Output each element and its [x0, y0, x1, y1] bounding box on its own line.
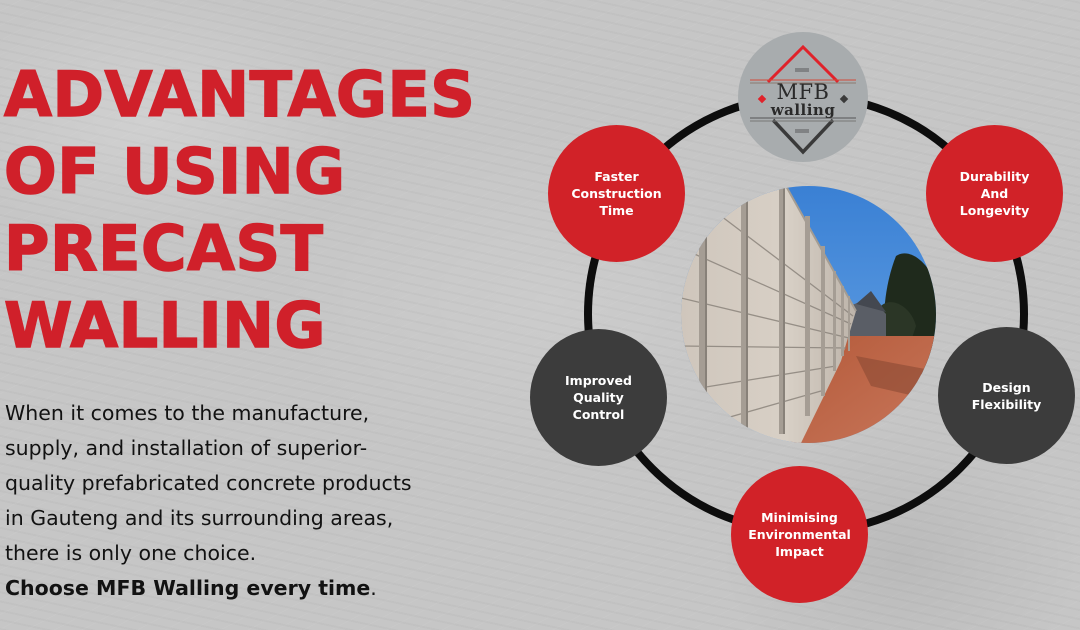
logo-emblem-icon — [750, 44, 856, 155]
headline: ADVANTAGES OF USING PRECAST WALLING — [3, 56, 476, 364]
body-line: supply, and installation of superior- — [5, 436, 368, 460]
node-label-line: Durability — [959, 169, 1030, 184]
call-to-action: Choose MFB Walling every time. — [5, 571, 525, 606]
wall-photo-illustration — [681, 186, 936, 443]
node-label-line: Minimising — [761, 510, 838, 525]
cta-period: . — [370, 576, 377, 600]
body-line: quality prefabricated concrete products — [5, 471, 412, 495]
headline-line: PRECAST — [3, 211, 324, 286]
advantage-faster-construction: Faster Construction Time — [548, 125, 685, 262]
node-label-line: Flexibility — [971, 396, 1042, 412]
node-label-line: Environmental — [748, 527, 851, 542]
advantage-design-flexibility: Design Flexibility — [938, 327, 1075, 464]
advantage-quality-control: Improved Quality Control — [530, 329, 667, 466]
node-label-line: And — [980, 186, 1009, 201]
body-line: there is only one choice. — [5, 541, 257, 565]
node-label-line: Design — [982, 379, 1031, 395]
precast-wall-photo — [681, 186, 936, 443]
advantage-durability-longevity: Durability And Longevity — [926, 125, 1063, 262]
cta-text: Choose MFB Walling every time — [5, 576, 371, 600]
node-label-line: Quality — [573, 390, 624, 405]
logo-subtitle: walling — [770, 101, 836, 119]
node-label-line: Impact — [775, 544, 824, 559]
node-label-line: Time — [599, 203, 634, 218]
headline-line: WALLING — [3, 288, 326, 363]
logo-wordmark: MFB — [776, 80, 830, 104]
body-line: in Gauteng and its surrounding areas, — [5, 506, 394, 530]
node-label-line: Faster — [594, 169, 639, 184]
advantage-environmental-impact: Minimising Environmental Impact — [731, 466, 868, 603]
body-copy: When it comes to the manufacture, supply… — [5, 396, 525, 606]
node-label-line: Improved — [565, 373, 632, 388]
headline-line: OF USING — [3, 134, 346, 209]
node-label-line: Construction — [571, 186, 662, 201]
body-line: When it comes to the manufacture, — [5, 401, 370, 425]
node-label-line: Control — [572, 407, 625, 422]
headline-line: ADVANTAGES — [3, 57, 476, 132]
node-label-line: Longevity — [959, 203, 1030, 218]
mfb-walling-logo: MFB walling — [738, 32, 868, 162]
